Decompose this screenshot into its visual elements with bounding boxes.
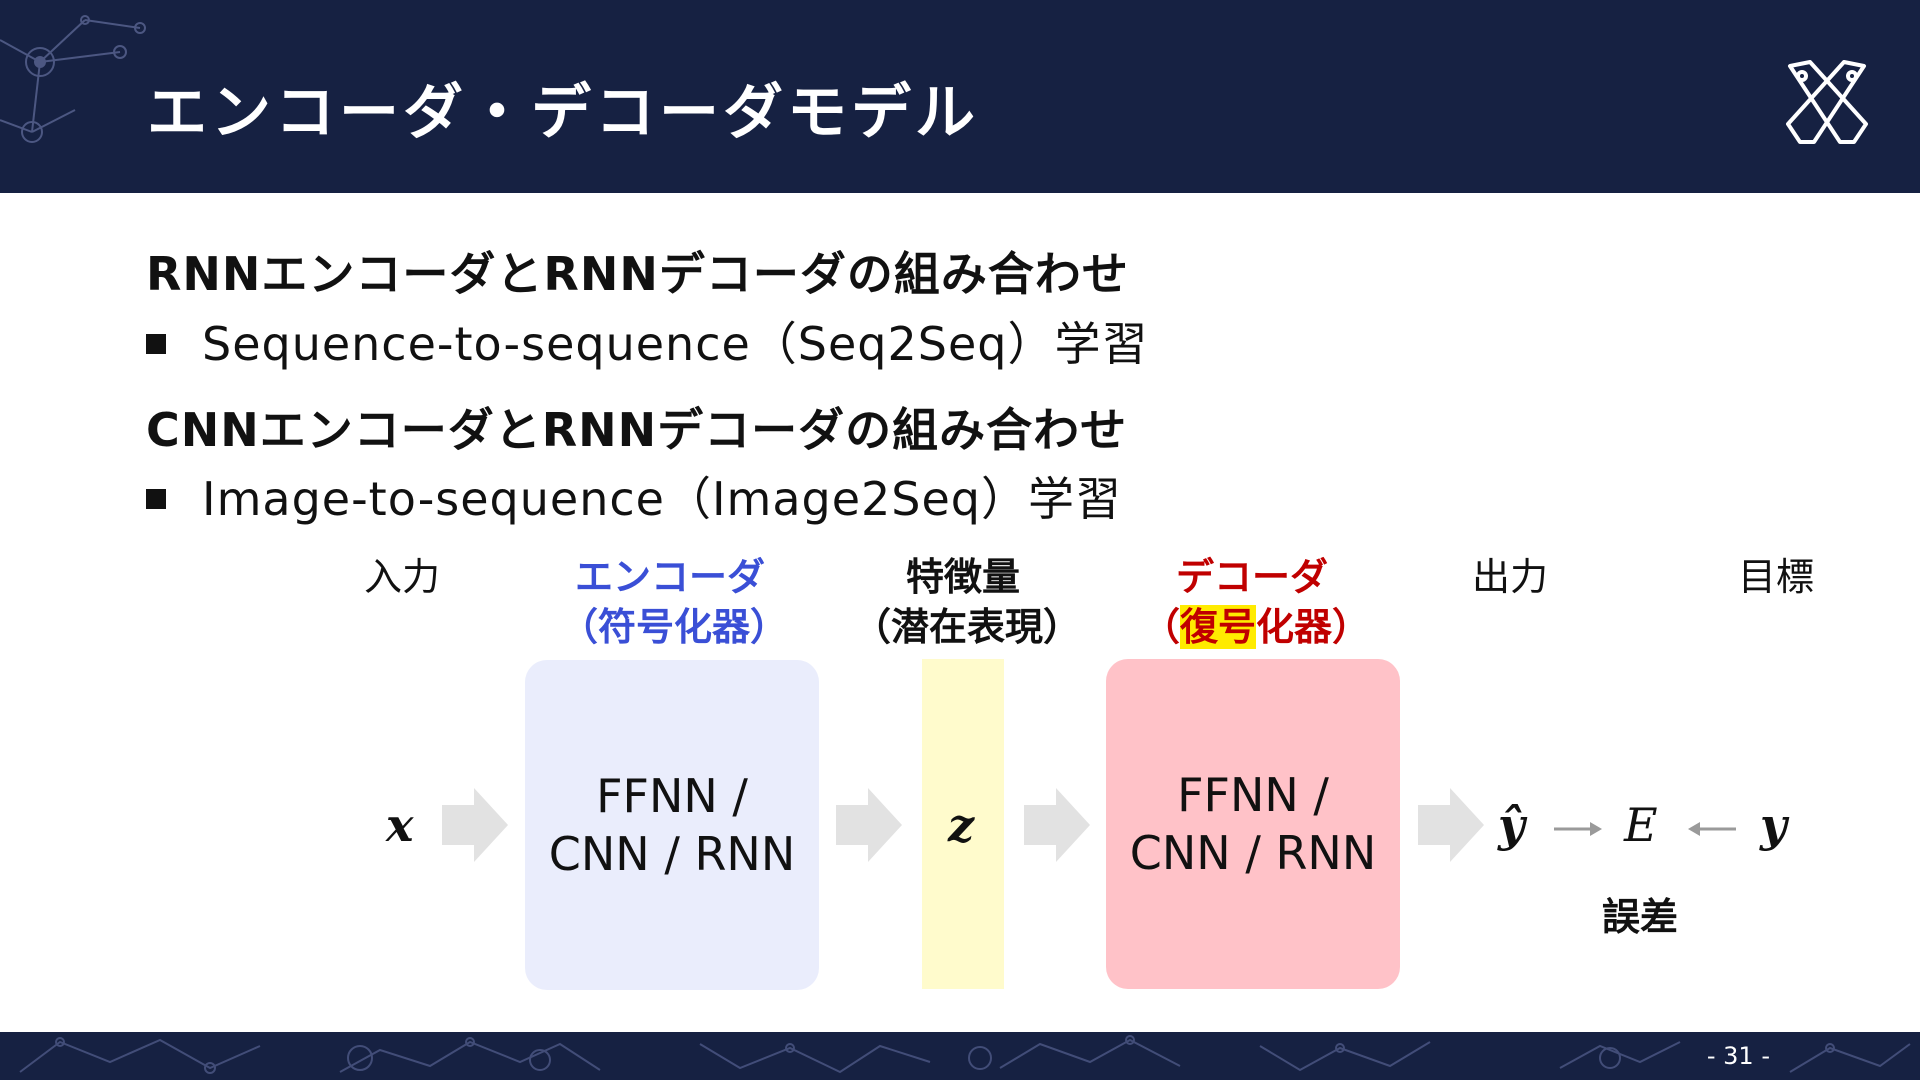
bullet-square-icon: [146, 488, 166, 509]
decoder-title: デコーダ: [1175, 555, 1328, 599]
page-title: エンコーダ・デコーダモデル: [147, 78, 979, 148]
slide-header: エンコーダ・デコーダモデル: [0, 0, 1920, 193]
arrow-input-to-encoder: [442, 788, 508, 862]
output-symbol: ŷ: [1498, 798, 1525, 852]
arrow-decoder-to-output: [1418, 788, 1484, 862]
latent-subtitle: （潜在表現）: [853, 605, 1082, 649]
target-symbol: y: [1760, 798, 1787, 852]
target-label: 目標: [1738, 555, 1815, 599]
latent-box: [922, 659, 1004, 989]
logo-icon: [1786, 60, 1868, 144]
arrow-latent-to-decoder: [1024, 788, 1090, 862]
network-decoration: [19, 1035, 1911, 1074]
bullet-item-1: Sequence-to-sequence（Seq2Seq）学習: [146, 308, 1148, 374]
encoder-label: エンコーダ （符号化器）: [560, 552, 789, 652]
network-decoration: [0, 15, 146, 143]
latent-symbol: z: [948, 798, 975, 852]
bullet-item-2: Image-to-sequence（Image2Seq）学習: [146, 463, 1122, 529]
error-symbol: E: [1624, 798, 1658, 852]
encoder-subtitle: （符号化器）: [560, 605, 789, 649]
latent-label: 特徴量 （潜在表現）: [853, 552, 1082, 652]
error-label: 誤差: [1602, 895, 1679, 939]
page-number: - 31 -: [1706, 1042, 1770, 1070]
highlighted-text: 復号: [1180, 605, 1257, 649]
bullet-text: Sequence-to-sequence（Seq2Seq）学習: [202, 317, 1149, 371]
encoder-box: FFNN / CNN / RNN: [525, 660, 819, 990]
bullet-square-icon: [146, 333, 166, 354]
input-label: 入力: [364, 555, 441, 599]
encoder-title: エンコーダ: [574, 555, 765, 599]
decoder-box: FFNN / CNN / RNN: [1106, 659, 1400, 989]
decoder-box-text: FFNN / CNN / RNN: [1129, 768, 1377, 880]
decoder-label: デコーダ （復号化器）: [1142, 552, 1371, 652]
decoder-subtitle: （復号化器）: [1142, 605, 1371, 649]
slide-footer: - 31 -: [0, 1032, 1920, 1080]
section-heading-1: RNNエンコーダとRNNデコーダの組み合わせ: [146, 247, 1129, 301]
arrow-encoder-to-latent: [836, 788, 902, 862]
latent-title: 特徴量: [905, 555, 1020, 599]
input-symbol: x: [386, 798, 414, 852]
section-heading-2: CNNエンコーダとRNNデコーダの組み合わせ: [146, 403, 1128, 457]
encoder-box-text: FFNN / CNN / RNN: [548, 769, 796, 881]
output-label: 出力: [1472, 555, 1549, 599]
bullet-text: Image-to-sequence（Image2Seq）学習: [202, 472, 1122, 526]
